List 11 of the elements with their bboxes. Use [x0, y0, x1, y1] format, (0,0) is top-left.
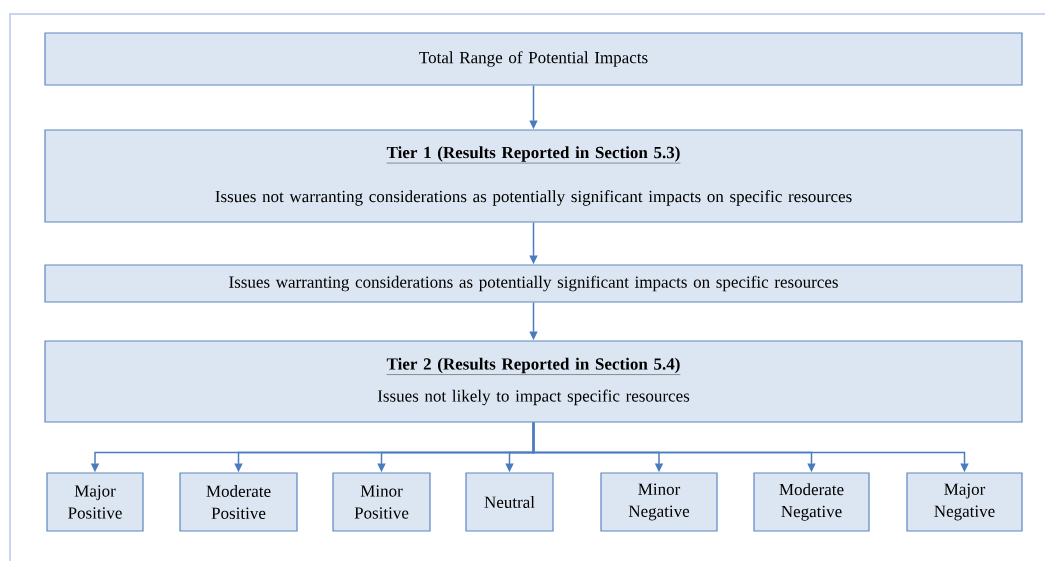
impact-box: Major Positive: [46, 472, 144, 532]
process-box: Total Range of Potential Impacts: [44, 32, 1023, 86]
impact-box: Moderate Negative: [753, 472, 870, 532]
process-box: Issues warranting considerations as potentially significant impacts on specific resources: [44, 264, 1023, 303]
impact-box: Moderate Positive: [179, 472, 298, 532]
impact-box: Major Negative: [906, 472, 1023, 532]
impact-box: Neutral: [465, 472, 554, 532]
tier-box: Tier 1 (Results Reported in Section 5.3) Issues not warranting considerations as potentially significant impacts on specific resources: [44, 129, 1023, 223]
impact-box: Minor Negative: [600, 472, 718, 532]
impact-box: Minor Positive: [332, 472, 431, 532]
tier-box: Tier 2 (Results Reported in Section 5.4) Issues not likely to impact specific resources: [44, 340, 1023, 423]
